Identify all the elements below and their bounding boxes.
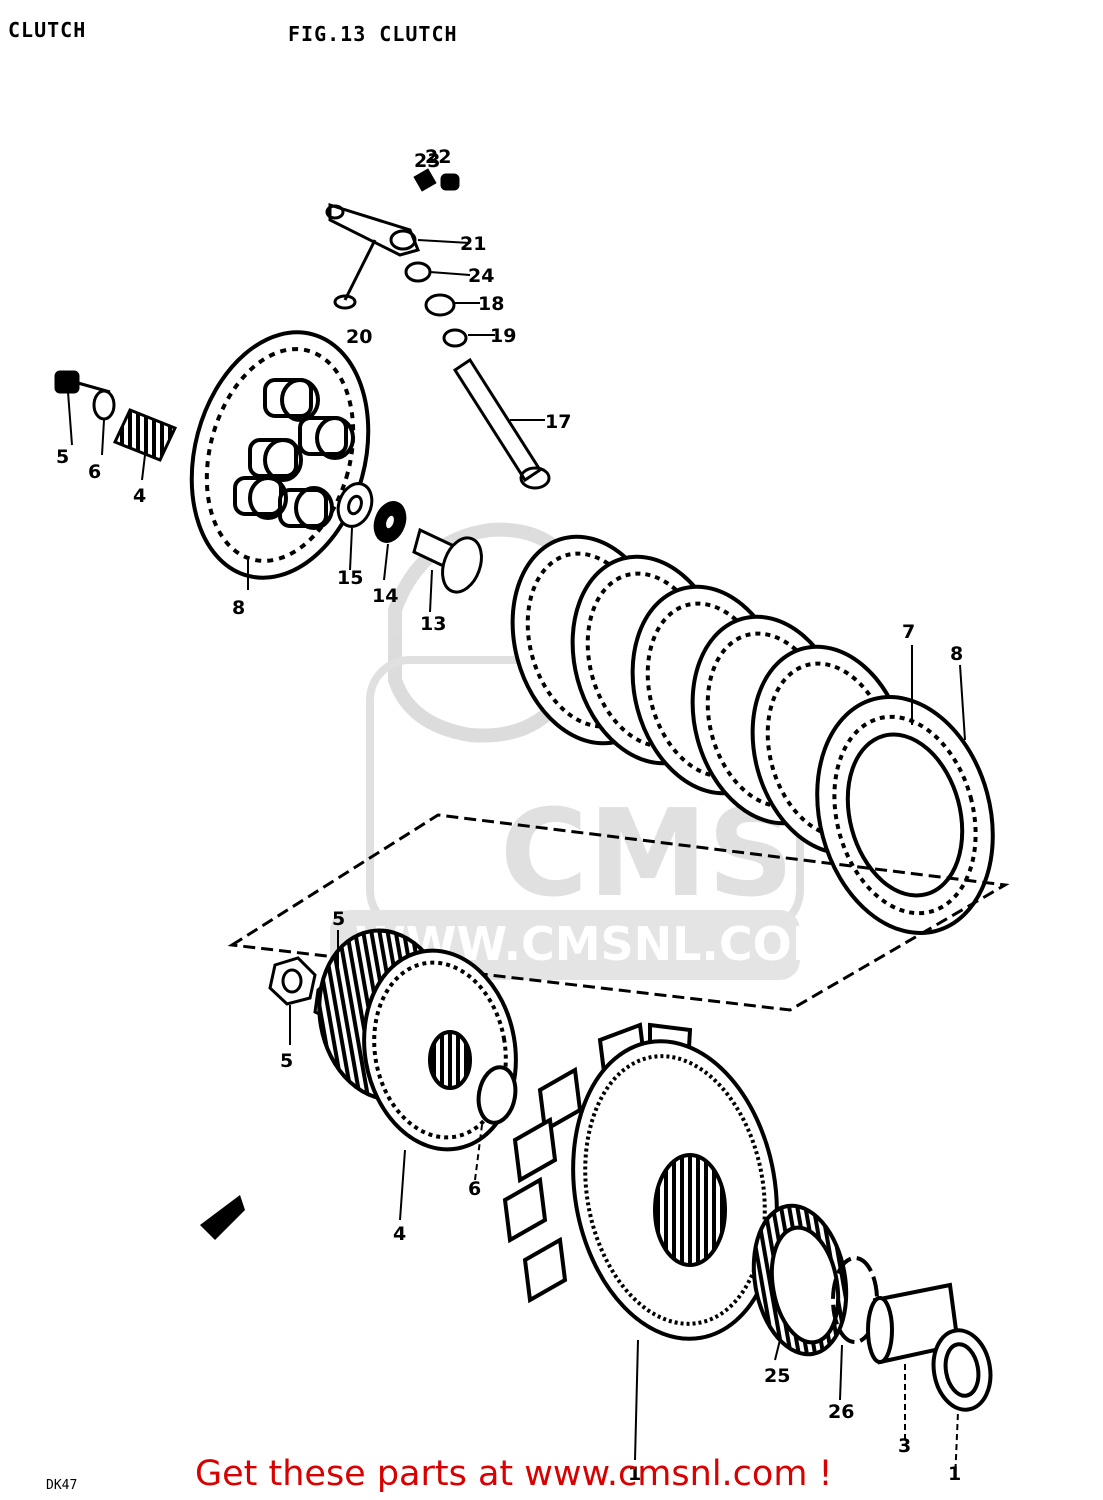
part-label: 21 [460,233,486,255]
part-label: 5 [56,446,69,468]
assembly-outline [227,813,1010,1012]
footer-cta-link[interactable]: Get these parts at www.cmsnl.com ! [195,1454,833,1494]
bolt-washer-spring [54,370,178,462]
part-label: 1 [628,1463,641,1485]
part-label: 22 [425,146,451,168]
part-label: 26 [828,1401,854,1423]
part-label: 8 [950,643,963,665]
part-label: 18 [478,293,504,315]
part-label: 13 [420,613,446,635]
part-number-labels: 22 23 21 24 18 19 20 17 5 6 4 8 15 14 13… [56,146,963,1485]
part-label: 6 [468,1178,481,1200]
part-label: 14 [372,585,398,607]
pushrod-bearing-parts [336,482,483,594]
section-header: CLUTCH [8,18,87,42]
figure-title: FIG.13 CLUTCH [288,22,458,46]
front-arrow-icon [200,1195,245,1240]
primary-driven-gear-basket [502,1022,779,1341]
part-label: 25 [764,1365,790,1387]
part-label: 23 [414,150,440,172]
part-label: 6 [88,461,101,483]
part-label: 24 [468,265,494,287]
kick-gear-spacer [751,1203,993,1412]
part-label: 17 [545,411,571,433]
part-label: 7 [902,621,915,643]
part-label: 15 [337,567,363,589]
part-label: 1 [948,1463,961,1485]
part-label: 4 [393,1223,406,1245]
clutch-plate-stack [510,534,995,935]
part-label: 20 [346,326,372,348]
release-arm-assembly [325,168,551,490]
pressure-plate [189,330,371,580]
leader-lines [67,391,966,1481]
part-label: 5 [332,908,345,930]
part-label: 19 [490,325,516,347]
part-label: 5 [280,1050,293,1072]
part-label: 8 [232,597,245,619]
clutch-sleeve-hub [317,928,518,1152]
reference-code: DK47 [46,1478,78,1493]
part-label: 3 [898,1435,911,1457]
part-label: 4 [133,485,146,507]
